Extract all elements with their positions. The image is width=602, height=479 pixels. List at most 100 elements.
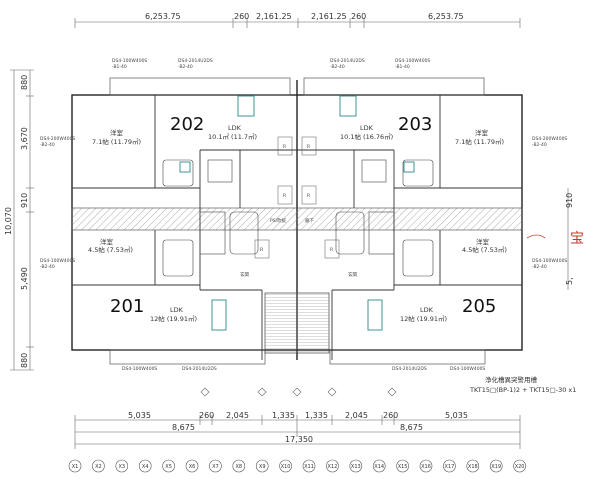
grid-axis-circle — [302, 459, 316, 473]
svg-text:DS4-2014U2DS: DS4-2014U2DS — [330, 58, 365, 64]
grid-axis-circle — [349, 459, 363, 473]
western-label-201: 洋室 — [100, 237, 114, 246]
grid-axis-label: X16 — [421, 464, 431, 470]
grid-axis-label: X10 — [281, 464, 291, 470]
grid-axis-label: X5 — [165, 464, 172, 470]
grid-axis-circle — [162, 459, 175, 473]
entrance-label-right: 玄関 — [348, 271, 357, 278]
ldk-label-202: LDK — [228, 124, 242, 132]
svg-text:R: R — [330, 247, 333, 253]
left-dim-5: 5,490 — [20, 267, 29, 290]
grid-axis-label: X20 — [515, 464, 525, 470]
left-dim-6: 880 — [20, 353, 29, 368]
western-area-203: 7.1帖 (11.79㎡) — [455, 137, 504, 146]
grid-axis-circle — [513, 459, 526, 473]
septic-note-line1: 浄化槽異突警用槽 — [485, 375, 538, 384]
left-dim-3: 910 — [20, 193, 29, 208]
entrance-label-left: 玄関 — [240, 271, 249, 278]
grid-axis-label: X8 — [235, 464, 242, 470]
grid-axis-circle — [92, 459, 105, 473]
bottom-dim-2: 260 — [199, 411, 214, 420]
western-area-205: 4.5帖 (7.53㎡) — [462, 245, 507, 254]
western-area-201: 4.5帖 (7.53㎡) — [88, 245, 133, 254]
unit-number-202: 202 — [170, 114, 204, 135]
grid-axis-label: X7 — [212, 464, 219, 470]
svg-text:R: R — [307, 193, 310, 199]
ldk-label-201: LDK — [170, 306, 184, 314]
bottom-dim-half-1: 8,675 — [172, 423, 195, 432]
grid-axis-circle — [138, 459, 152, 473]
western-label-202: 洋室 — [110, 128, 124, 137]
svg-text:DS4-100W400S: DS4-100W400S — [112, 58, 147, 64]
grid-axis-circle — [209, 459, 222, 473]
ldk-label-203: LDK — [360, 124, 374, 132]
bottom-dim-4: 1,335 — [272, 411, 295, 420]
western-area-202: 7.1帖 (11.79㎡) — [92, 137, 141, 146]
svg-text:R: R — [283, 144, 286, 150]
svg-text:DS4-100W400S: DS4-100W400S — [40, 258, 75, 264]
right-dim-2: 5, — [565, 277, 574, 285]
top-dim-1: 6,253.75 — [145, 12, 181, 21]
balconies — [109, 77, 486, 365]
bottom-dimension-lines — [74, 415, 521, 449]
svg-text:-B2-40: -B2-40 — [330, 64, 345, 70]
svg-text:DS4-100W400S: DS4-100W400S — [395, 58, 430, 64]
grid-axis-label: X18 — [468, 464, 478, 470]
bottom-dim-5: 1,335 — [305, 411, 328, 420]
grid-axis-circle — [443, 459, 456, 473]
closets — [254, 136, 340, 259]
wet-area-fixtures — [162, 159, 434, 277]
grid-axis-circle — [396, 459, 409, 473]
top-dim-2: 260 — [234, 12, 249, 21]
svg-text:DS4-2014U2DS: DS4-2014U2DS — [392, 366, 427, 372]
grid-axis-label: X1 — [72, 464, 79, 470]
kitchen-fixtures — [179, 95, 415, 331]
bottom-dim-3: 2,045 — [226, 411, 249, 420]
grid-axis-circle — [68, 459, 82, 473]
ldk-area-205: 12帖 (19.91㎡) — [400, 314, 447, 323]
bottom-dim-half-2: 8,675 — [400, 423, 423, 432]
grid-axis-label: X15 — [398, 464, 408, 470]
grid-axis-circle — [185, 459, 199, 473]
grid-axis-label: X2 — [95, 464, 102, 470]
svg-text:DS4-2014U2DS: DS4-2014U2DS — [182, 366, 217, 372]
ldk-area-202: 10.1㎡ (11.7㎡) — [208, 132, 257, 141]
grid-axis-label: X19 — [491, 464, 501, 470]
svg-text:-B1-40: -B1-40 — [395, 64, 410, 70]
grid-axis-circle — [115, 459, 129, 473]
corridor-label: 廊下 — [305, 217, 314, 224]
left-dim-1: 880 — [20, 75, 29, 90]
grid-axis-circle — [489, 459, 503, 473]
grid-axis-circle — [279, 459, 292, 473]
left-dimension-line — [10, 69, 34, 371]
grid-axis-label: X6 — [189, 464, 196, 470]
svg-text:-B1-40: -B1-40 — [112, 64, 127, 70]
svg-text:-B2-40: -B2-40 — [532, 264, 547, 270]
grid-axis-circle — [326, 459, 339, 473]
grid-axis-label: X14 — [374, 464, 384, 470]
svg-text:DS4-100W400S: DS4-100W400S — [532, 258, 567, 264]
svg-text:-B2-40: -B2-40 — [40, 142, 55, 148]
svg-text:DS4-100W400S: DS4-100W400S — [122, 366, 157, 372]
top-dim-6: 6,253.75 — [428, 12, 464, 21]
western-label-203: 洋室 — [475, 128, 489, 137]
grid-axis-label: X12 — [328, 464, 338, 470]
western-label-205: 洋室 — [476, 237, 490, 246]
svg-text:-B2-40: -B2-40 — [532, 142, 547, 148]
top-dim-3: 2,161.25 — [256, 12, 292, 21]
bottom-dim-6: 2,045 — [345, 411, 368, 420]
top-dim-4: 2,161.25 — [311, 12, 347, 21]
svg-text:-B2-40: -B2-40 — [40, 264, 55, 270]
grid-axis-label: X11 — [304, 464, 314, 470]
left-dim-2: 3,670 — [20, 127, 29, 150]
ldk-area-203: 10.1帖 (16.76㎡) — [340, 132, 393, 141]
bottom-dim-7: 260 — [383, 411, 398, 420]
bottom-dim-total: 17,350 — [285, 435, 313, 444]
bottom-dim-1: 5,035 — [128, 411, 151, 420]
grid-axis-label: X4 — [142, 464, 149, 470]
stair-hall-label: PS/吹抜 — [270, 217, 287, 224]
grid-axis-label: X3 — [118, 464, 125, 470]
svg-text:DS4-100W400S: DS4-100W400S — [450, 366, 485, 372]
grid-axis-circle — [419, 459, 433, 473]
